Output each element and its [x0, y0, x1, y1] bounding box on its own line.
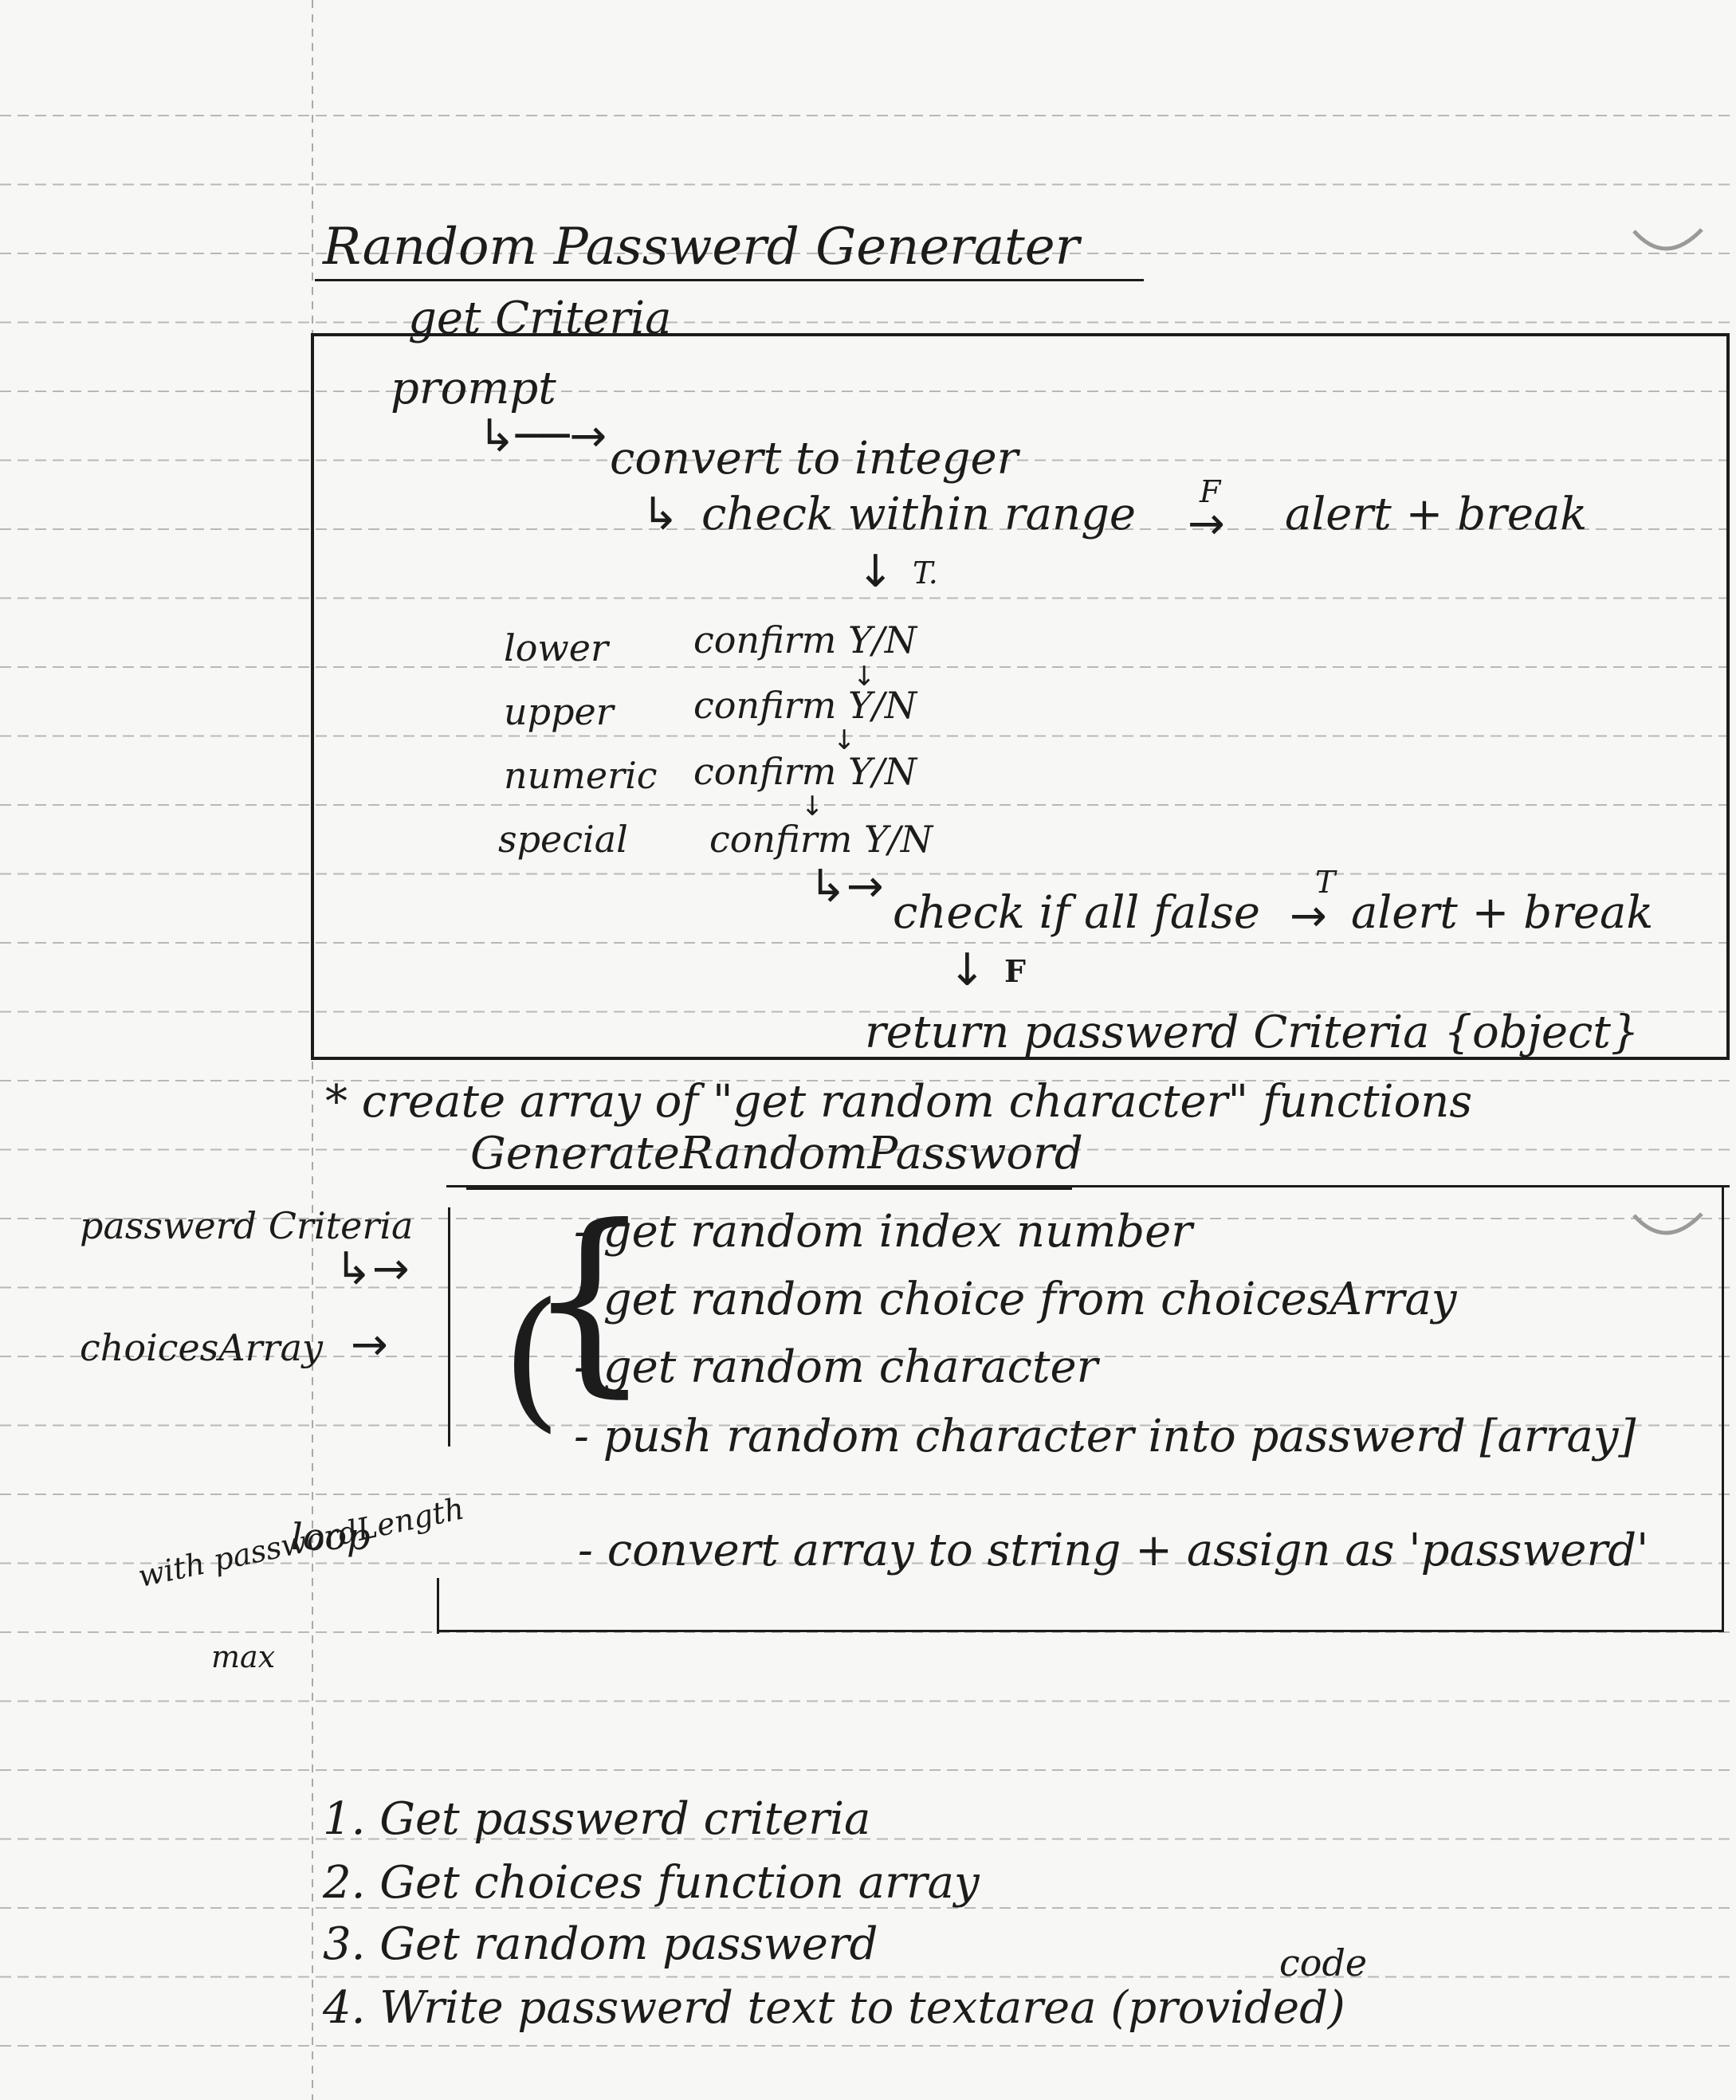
- all-false-false-label: F: [1004, 953, 1026, 989]
- input-choices-label: choicesArray: [80, 1326, 323, 1369]
- step-random-character: - get random character: [574, 1341, 1098, 1393]
- convert-arrow: ↳: [642, 489, 679, 540]
- convert-label: convert to integer: [610, 433, 1019, 485]
- special-label: special: [498, 818, 628, 861]
- binder-hole: [1632, 1212, 1703, 1235]
- generate-box-left: [448, 1207, 450, 1446]
- generate-heading-underline: [466, 1187, 1072, 1190]
- range-true-label: T.: [913, 555, 938, 591]
- range-false-arrow: →: [1188, 498, 1225, 550]
- prompt-label: prompt: [391, 363, 556, 414]
- range-false-label: F: [1200, 474, 1221, 509]
- check-all-false-label: check if all false: [893, 887, 1261, 939]
- range-true-arrow: ↓: [857, 546, 894, 598]
- numeric-confirm: confirm Y/N: [693, 750, 917, 793]
- summary-item-1: 1. Get passwerd criteria: [323, 1793, 871, 1845]
- all-false-action: alert + break: [1351, 887, 1654, 939]
- special-confirm: confirm Y/N: [709, 818, 933, 861]
- input-choices-arrow: →: [351, 1319, 388, 1371]
- special-arrow: ↳→: [809, 861, 884, 913]
- generate-box-right: [1722, 1185, 1724, 1631]
- summary-item-2: 2. Get choices function array: [323, 1857, 980, 1909]
- numeric-label: numeric: [504, 754, 658, 797]
- upper-confirm: confirm Y/N: [693, 684, 917, 727]
- functions-array-note: * create array of "get random character"…: [325, 1076, 1473, 1128]
- loop-brace: (: [502, 1270, 562, 1446]
- all-false-true-label: T: [1315, 865, 1336, 900]
- confirm-arrow-3: ↓: [801, 791, 824, 822]
- lower-confirm: confirm Y/N: [693, 618, 917, 661]
- input-criteria-arrow: ↳→: [335, 1243, 410, 1295]
- lower-label: lower: [504, 626, 608, 669]
- all-false-true-arrow: →: [1290, 890, 1327, 942]
- generate-box-left-low: [437, 1578, 439, 1634]
- steps-brace: {: [526, 1183, 654, 1415]
- step-random-choice: - get random choice from choicesArray: [574, 1274, 1457, 1325]
- input-criteria-label: passwerd Criteria: [80, 1204, 414, 1247]
- return-label: return passwerd Criteria {object}: [865, 1007, 1640, 1058]
- loop-label: loop: [291, 1515, 371, 1558]
- confirm-arrow-1: ↓: [853, 661, 876, 693]
- get-criteria-box: [311, 333, 1730, 1060]
- step-random-index: - get random index number: [574, 1206, 1193, 1258]
- summary-code-note: code: [1279, 1941, 1368, 1984]
- confirm-arrow-2: ↓: [833, 724, 856, 756]
- step-push-character: - push random character into passwerd [a…: [574, 1411, 1636, 1462]
- step-convert-string: - convert array to string + assign as 'p…: [578, 1525, 1649, 1576]
- binder-hole: [1632, 228, 1703, 251]
- prompt-arrow: ↳──→: [478, 410, 607, 462]
- generate-heading: GenerateRandomPassword: [470, 1128, 1083, 1180]
- check-range-label: check within range: [701, 489, 1137, 540]
- range-false-action: alert + break: [1285, 489, 1588, 540]
- upper-label: upper: [504, 690, 614, 733]
- generate-box-top: [446, 1185, 1730, 1187]
- title-underline: [315, 279, 1144, 281]
- summary-item-3: 3. Get random passwerd: [323, 1918, 878, 1970]
- all-false-false-arrow: ↓: [949, 944, 986, 996]
- generate-box-bottom: [437, 1630, 1724, 1632]
- summary-item-4: 4. Write passwerd text to textarea (prov…: [323, 1982, 1345, 2034]
- loop-max-label: max: [211, 1639, 276, 1674]
- page-title: Random Passwerd Generater: [323, 218, 1080, 277]
